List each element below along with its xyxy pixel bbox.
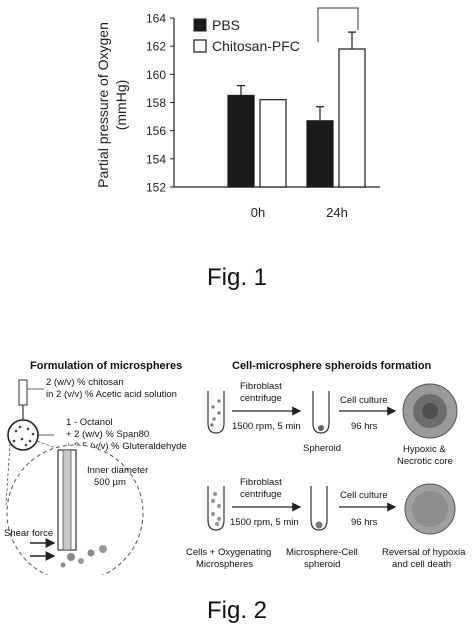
row2-culture-label: Cell culture: [340, 490, 388, 501]
row1-result-line2: Necrotic core: [397, 456, 453, 467]
bar-pbs-0h: [227, 94, 255, 188]
y-tick-label: 156: [146, 124, 166, 138]
bar-chitosan-pfc-0h: [259, 99, 287, 188]
legend-swatch-pbs: [193, 18, 207, 32]
row1-spheroid-tube-icon: [312, 391, 330, 434]
row1-input-tube-icon: [207, 391, 225, 434]
figure1-caption: Fig. 1: [206, 264, 268, 291]
inner-diameter-label-line1: Inner diameter: [87, 465, 148, 476]
oxygen-bar-chart: Partial pressure of Oxygen (mmHg) 152 154…: [95, 7, 380, 220]
y-axis-label-line2: (mmHg): [113, 80, 129, 131]
y-tick-label: 154: [146, 152, 166, 166]
x-tick-label: 0h: [251, 205, 265, 220]
octanol-label-line3: + 0.5 (v/v) % Gluteraldehyde: [66, 441, 187, 452]
row2-microsphere-tube-icon: [310, 486, 328, 531]
row2-step1-label-line2: centrifuge: [240, 489, 282, 500]
octanol-label-line2: + 2 (w/v) % Span80: [66, 429, 149, 440]
row1-step1-params: 1500 rpm, 5 min: [232, 421, 301, 432]
inner-diameter-label-line2: 500 μm: [94, 477, 126, 488]
octanol-label-line1: 1 - Octanol: [66, 417, 112, 428]
bar-pbs-24h: [306, 120, 334, 188]
row2-input-label-line2: Microspheres: [196, 559, 253, 570]
significance-bracket: [317, 7, 359, 42]
row1-hypoxic-spheroid-icon: [402, 383, 458, 439]
row1-tube-label: Spheroid: [303, 443, 341, 454]
row1-culture-time: 96 hrs: [351, 421, 378, 432]
row2-culture-time: 96 hrs: [351, 517, 378, 528]
row2-tube-label-line2: spheroid: [304, 559, 340, 570]
row2-healthy-spheroid-icon: [404, 483, 456, 535]
left-heading: Formulation of microspheres: [30, 360, 182, 372]
legend-label-pbs: PBS: [212, 17, 240, 33]
y-tick-label: 164: [146, 12, 166, 26]
figure2-caption: Fig. 2: [206, 597, 268, 624]
row2-input-label-line1: Cells + Oxygenating: [186, 547, 271, 558]
right-heading: Cell-microsphere spheroids formation: [232, 360, 432, 372]
y-tick-label: 152: [146, 181, 166, 195]
shear-force-label: Shear force: [4, 528, 53, 539]
microsphere-schematic: Formulation of microspheres Cell-microsp…: [4, 360, 466, 575]
row1-result-line1: Hypoxic &: [403, 444, 446, 455]
x-tick-label: 24h: [326, 205, 348, 220]
emulsion-vessel-icon: [7, 419, 39, 451]
row1-culture-label: Cell culture: [340, 395, 388, 406]
row2-input-tube-icon: [207, 486, 225, 531]
row1-step1-label-line2: centrifuge: [240, 393, 282, 404]
y-axis-label-line1: Partial pressure of Oxygen: [95, 22, 111, 188]
row2-result-line2: and cell death: [392, 559, 451, 570]
legend-swatch-chitosan-pfc: [193, 39, 207, 53]
y-tick-label: 162: [146, 40, 166, 54]
row2-step1-params: 1500 rpm, 5 min: [230, 517, 299, 528]
y-tick-label: 160: [146, 68, 166, 82]
y-tick-label: 158: [146, 96, 166, 110]
chitosan-label-line2: in 2 (v/v) % Acetic acid solution: [46, 389, 177, 400]
row2-tube-label-line1: Microsphere-Cell: [286, 547, 358, 558]
row2-step1-label-line1: Fibroblast: [240, 477, 282, 488]
row1-step1-label-line1: Fibroblast: [240, 381, 282, 392]
bar-chitosan-pfc-24h: [338, 48, 366, 188]
needle-icon: [18, 379, 28, 421]
chitosan-label-line1: 2 (w/v) % chitosan: [46, 377, 124, 388]
legend-label-chitosan-pfc: Chitosan-PFC: [212, 38, 300, 54]
zoom-guide-left: [5, 442, 11, 506]
row2-result-line1: Reversal of hypoxia: [382, 547, 466, 558]
